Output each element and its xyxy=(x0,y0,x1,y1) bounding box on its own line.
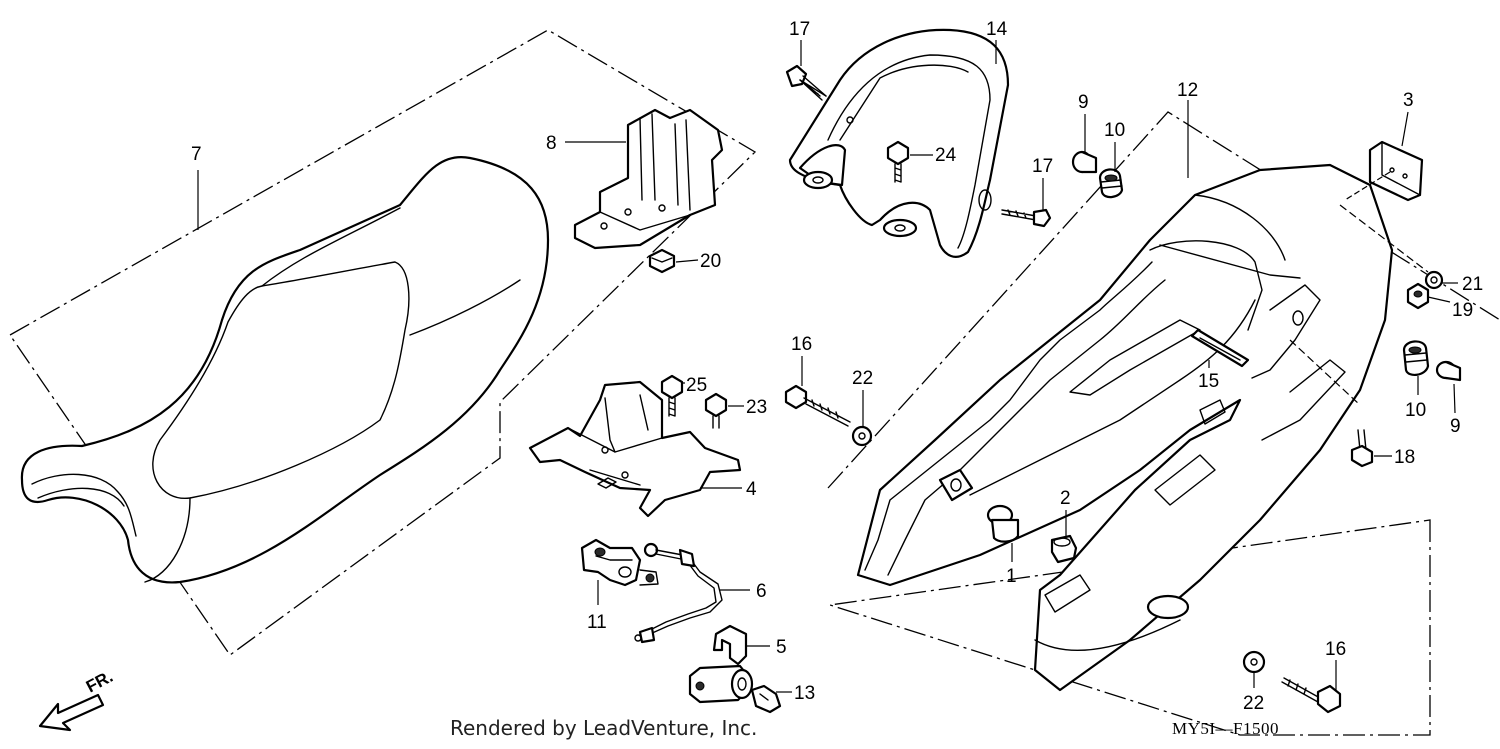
callout-17-top: 17 xyxy=(789,19,810,40)
callout-17-mid: 17 xyxy=(1032,156,1053,177)
reflector-mount-dash xyxy=(1339,204,1429,273)
clip[interactable] xyxy=(712,624,748,666)
callout-6: 6 xyxy=(756,581,767,602)
callout-15: 15 xyxy=(1198,371,1219,392)
bolt-16-left[interactable] xyxy=(784,384,851,427)
render-credit: Rendered by LeadVenture, Inc. xyxy=(450,716,758,740)
callout-3: 3 xyxy=(1403,90,1414,111)
seat-bracket[interactable] xyxy=(573,108,724,250)
callout-2: 2 xyxy=(1060,488,1071,509)
callout-22-left: 22 xyxy=(852,368,873,389)
callout-10-right: 10 xyxy=(1405,400,1426,421)
callout-11: 11 xyxy=(587,612,607,633)
collar-1[interactable] xyxy=(986,504,1020,543)
lock-cylinder[interactable] xyxy=(688,664,782,714)
cowl-group-boundary xyxy=(827,111,1500,736)
bolt-16-bottom[interactable] xyxy=(1281,677,1342,714)
callout-9-top: 9 xyxy=(1078,92,1089,113)
washer-22-left[interactable] xyxy=(851,425,873,447)
bolt-17-mid[interactable] xyxy=(1001,208,1052,228)
callout-16-left: 16 xyxy=(791,334,812,355)
callout-20: 20 xyxy=(700,251,721,272)
callout-16-bottom: 16 xyxy=(1325,639,1346,660)
seat-lock-cable[interactable] xyxy=(634,542,723,644)
collar-9-right[interactable] xyxy=(1435,360,1462,382)
bolt-17-top[interactable] xyxy=(785,64,827,101)
callout-12: 12 xyxy=(1177,80,1198,101)
leader-lines xyxy=(197,40,1458,693)
seat-lock[interactable] xyxy=(580,538,659,587)
callout-23: 23 xyxy=(746,397,767,418)
washer-21[interactable] xyxy=(1424,270,1444,290)
nut-19[interactable] xyxy=(1406,282,1430,310)
callout-8: 8 xyxy=(546,133,557,154)
rear-mount-dash xyxy=(1289,339,1361,406)
strip-15[interactable] xyxy=(1190,328,1250,368)
callout-18: 18 xyxy=(1394,447,1415,468)
callout-7: 7 xyxy=(191,144,202,165)
diagram-code: MY5I—F1500 xyxy=(1172,719,1280,738)
callout-19: 19 xyxy=(1452,300,1473,321)
callout-10-top: 10 xyxy=(1104,120,1125,141)
callout-4: 4 xyxy=(746,479,757,500)
callout-22-bottom: 22 xyxy=(1243,693,1264,714)
washer-22-bottom[interactable] xyxy=(1242,650,1266,674)
rear-cowl[interactable] xyxy=(856,163,1394,692)
callout-25: 25 xyxy=(686,375,707,396)
callout-labels: 7 8 20 17 14 24 9 10 17 12 3 21 19 10 9 … xyxy=(191,19,1483,714)
callout-21: 21 xyxy=(1462,274,1483,295)
lock-bracket[interactable] xyxy=(528,380,742,518)
callout-9-right: 9 xyxy=(1450,416,1461,437)
bolt-25[interactable] xyxy=(660,374,684,417)
bolt-24[interactable] xyxy=(886,140,910,183)
front-direction-arrow-icon xyxy=(38,693,105,732)
callout-14: 14 xyxy=(986,19,1008,40)
grommet-10-top[interactable] xyxy=(1098,168,1124,199)
bolt-18[interactable] xyxy=(1350,429,1374,468)
callout-24: 24 xyxy=(935,145,957,166)
callout-1: 1 xyxy=(1006,566,1017,587)
callout-13: 13 xyxy=(794,683,815,704)
callout-5: 5 xyxy=(776,637,787,658)
reflector[interactable] xyxy=(1344,140,1424,202)
bolt-23[interactable] xyxy=(704,392,728,429)
collar-2[interactable] xyxy=(1050,534,1078,564)
nut-20[interactable] xyxy=(648,248,676,274)
collar-9-top[interactable] xyxy=(1071,150,1098,174)
seat[interactable] xyxy=(20,155,550,584)
grommet-10-right[interactable] xyxy=(1402,340,1430,376)
